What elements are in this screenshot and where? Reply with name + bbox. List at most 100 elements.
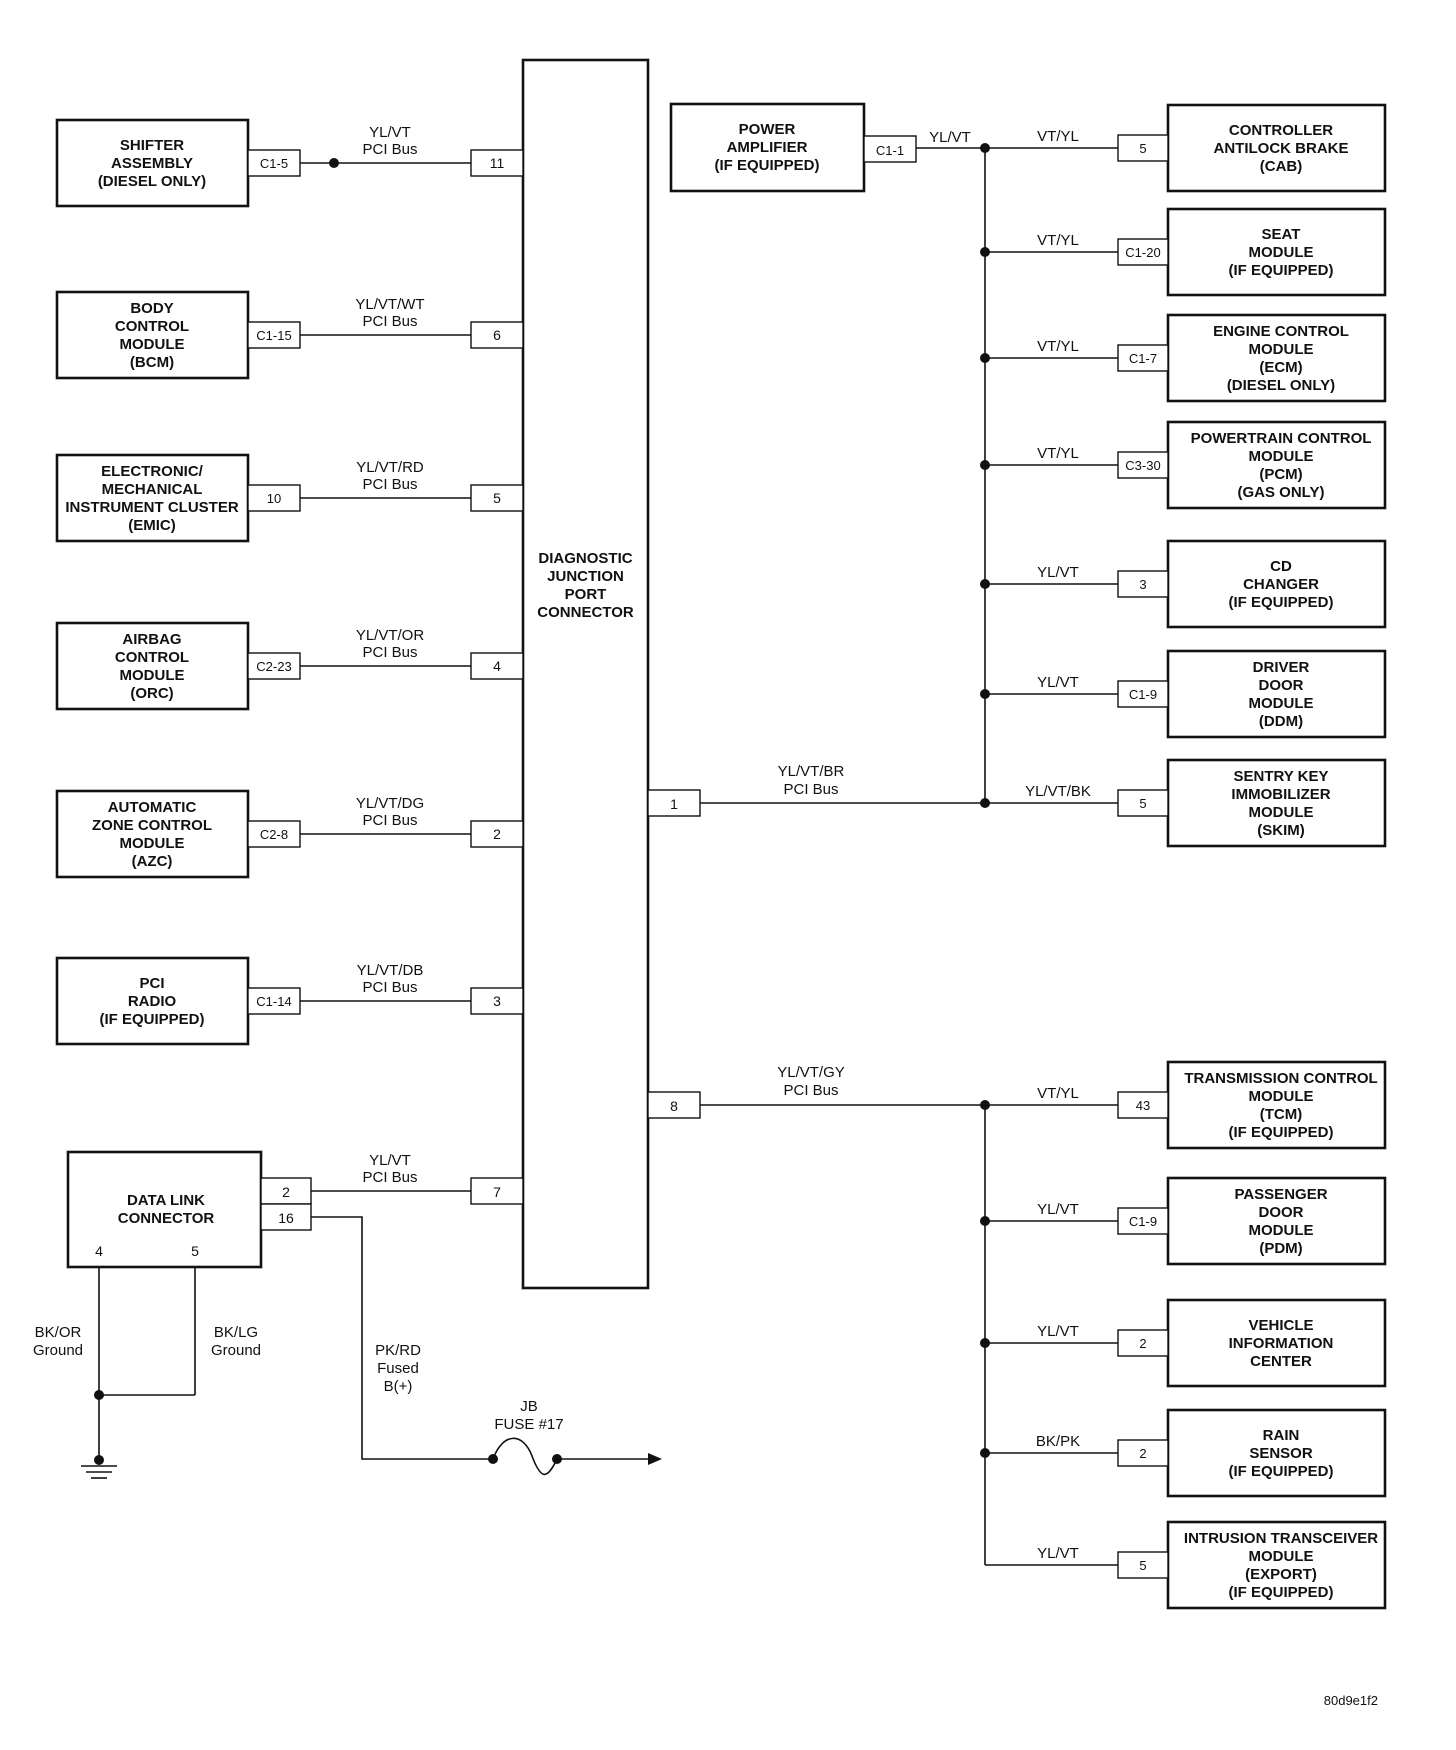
ground-pin-label: 5 <box>191 1243 199 1259</box>
right-module-name-line: VEHICLE <box>1248 1317 1313 1334</box>
power-amplifier-name-line: (IF EQUIPPED) <box>714 157 819 174</box>
right-module-name-line: DOOR <box>1259 677 1304 694</box>
splice-dot <box>94 1390 104 1400</box>
connector-pin-box <box>863 135 917 163</box>
junction-pin-box <box>470 321 524 349</box>
connector-pin-box <box>1117 344 1169 372</box>
right-module-name-line: (IF EQUIPPED) <box>1228 594 1333 611</box>
wire-bus-label: PCI Bus <box>362 1169 417 1186</box>
right-module-name-line: (CAB) <box>1260 158 1303 175</box>
junction-label-line: JUNCTION <box>547 568 624 585</box>
right-module-name-line: CONTROLLER <box>1229 122 1333 139</box>
right-module-box <box>1166 1298 1387 1388</box>
wire-bus-label: PCI Bus <box>362 313 417 330</box>
wire-bus-label: PCI Bus <box>362 979 417 996</box>
wire-color-label: YL/VT/OR <box>356 627 425 644</box>
connector-pin-box <box>247 652 301 680</box>
data-link-connector-name-line: DATA LINK <box>127 1192 205 1209</box>
connector-pin-box <box>1117 238 1169 266</box>
right-module-name-line: PASSENGER <box>1234 1186 1327 1203</box>
splice-dot <box>980 460 990 470</box>
connector-label: 2 <box>1139 1446 1146 1461</box>
right-module-name-line: MODULE <box>1249 244 1314 261</box>
connector-label: 5 <box>1139 1558 1146 1573</box>
junction-pin-label: 4 <box>493 658 501 674</box>
left-module-name-line: CONTROL <box>115 318 189 335</box>
right-module-box <box>1166 103 1387 193</box>
connector-label: C1-9 <box>1129 1214 1157 1229</box>
junction-pin-box <box>470 484 524 512</box>
junction-pin-label: 7 <box>493 1184 501 1200</box>
left-module-name-line: ASSEMBLY <box>111 155 193 172</box>
splice-dot <box>94 1455 104 1465</box>
ground-wire-label: Ground <box>211 1342 261 1359</box>
wire-color-label: YL/VT <box>369 124 411 141</box>
connector-label: C1-1 <box>876 143 904 158</box>
wire-color-label: YL/VT <box>1037 674 1079 691</box>
splice-dot <box>980 1216 990 1226</box>
right-module-name-line: IMMOBILIZER <box>1231 786 1330 803</box>
right-module-box <box>1166 1408 1387 1498</box>
splice-dot <box>980 798 990 808</box>
right-module-name-line: ANTILOCK BRAKE <box>1214 140 1349 157</box>
junction-pin-label: 6 <box>493 327 501 343</box>
connector-pin-box <box>1117 570 1169 598</box>
diagnostic-junction-port-connector <box>521 58 650 1290</box>
left-module-name-line: (ORC) <box>130 685 173 702</box>
wire-color-label: YL/VT <box>1037 1545 1079 1562</box>
connector-label: C1-9 <box>1129 687 1157 702</box>
right-module-name-line: MODULE <box>1249 1548 1314 1565</box>
right-module-name-line: POWERTRAIN CONTROL <box>1191 430 1372 447</box>
right-module-name-line: DOOR <box>1259 1204 1304 1221</box>
junction-pin-label: 1 <box>670 796 678 812</box>
left-module-name-line: BODY <box>130 300 173 317</box>
connector-label: 5 <box>1139 141 1146 156</box>
fuse-symbol <box>492 1437 558 1476</box>
right-module-name-line: (IF EQUIPPED) <box>1228 262 1333 279</box>
power-wire-label-line: Fused <box>377 1360 419 1377</box>
left-module-name-line: MODULE <box>120 667 185 684</box>
left-module-box <box>55 789 250 879</box>
right-module-name-line: MODULE <box>1249 1222 1314 1239</box>
power-amplifier-name-line: AMPLIFIER <box>727 139 808 156</box>
left-module-box <box>55 621 250 711</box>
data-link-connector-name-line: CONNECTOR <box>118 1210 215 1227</box>
wire-bus-label: PCI Bus <box>362 141 417 158</box>
right-module-name-line: (SKIM) <box>1257 822 1305 839</box>
left-module-name-line: AIRBAG <box>122 631 181 648</box>
wire-bus-label: PCI Bus <box>783 781 838 798</box>
connector-pin-box <box>1117 789 1169 817</box>
ground-wire-label: Ground <box>33 1342 83 1359</box>
left-module-box <box>55 956 250 1046</box>
wire-color-label: YL/VT <box>1037 1201 1079 1218</box>
splice-dot <box>980 689 990 699</box>
right-module-name-line: (IF EQUIPPED) <box>1228 1584 1333 1601</box>
wire-color-label: YL/VT/RD <box>356 459 424 476</box>
junction-pin-box <box>470 652 524 680</box>
wire-color-label: VT/YL <box>1037 445 1079 462</box>
power-wire-label-line: B(+) <box>384 1378 413 1395</box>
connector-label: C1-15 <box>256 328 291 343</box>
left-module-name-line: (BCM) <box>130 354 174 371</box>
connector-label: C1-7 <box>1129 351 1157 366</box>
splice-dot <box>980 247 990 257</box>
wire-color-label: BK/PK <box>1036 1433 1080 1450</box>
right-module-name-line: (DDM) <box>1259 713 1303 730</box>
junction-pin-box <box>470 149 524 177</box>
right-module-box <box>1166 539 1387 629</box>
junction-pin-label: 8 <box>670 1098 678 1114</box>
right-module-name-line: SENSOR <box>1249 1445 1313 1462</box>
left-module-name-line: INSTRUMENT CLUSTER <box>65 499 238 516</box>
fuse-label-line: JB <box>520 1398 538 1415</box>
splice-dot <box>980 1338 990 1348</box>
right-module-name-line: RAIN <box>1263 1427 1300 1444</box>
left-module-name-line: AUTOMATIC <box>108 799 197 816</box>
power-wire-label-line: PK/RD <box>375 1342 421 1359</box>
left-module-name-line: MODULE <box>120 835 185 852</box>
right-module-name-line: DRIVER <box>1253 659 1310 676</box>
wire-color-label: YL/VT/BR <box>778 763 845 780</box>
right-module-name-line: (PCM) <box>1259 466 1302 483</box>
fuse-label-line: FUSE #17 <box>494 1416 563 1433</box>
splice-dot <box>329 158 339 168</box>
